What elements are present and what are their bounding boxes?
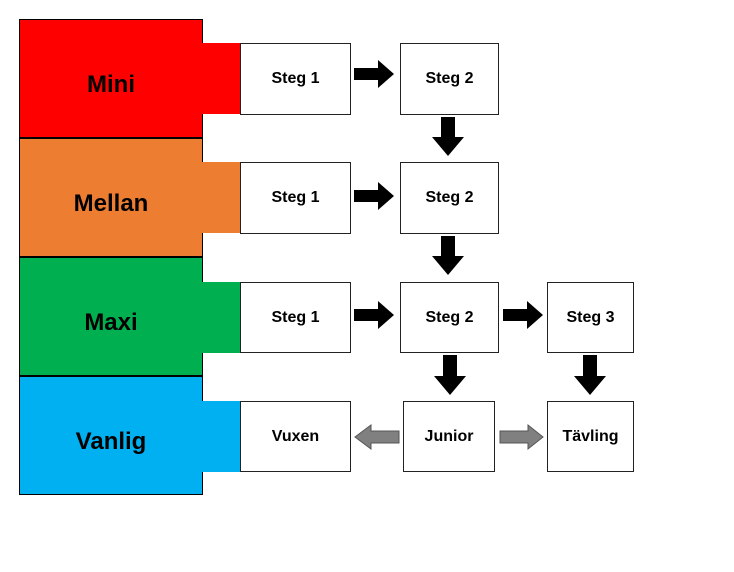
maxi-step3-box: Steg 3	[547, 282, 634, 353]
mini-step1-box: Steg 1	[240, 43, 351, 115]
level-tab-mini-extension	[202, 43, 240, 114]
level-label-mellan: Mellan	[73, 189, 149, 217]
level-label-mini: Mini	[87, 70, 135, 98]
level-tab-maxi-extension	[202, 282, 240, 353]
mini-step2-box: Steg 2	[400, 43, 499, 115]
arrow-down-maxi-step2-to-junior	[434, 355, 466, 395]
arrow-down-mini-step2-to-mellan-step2	[432, 117, 464, 156]
arrow-left-junior-to-vuxen	[354, 424, 400, 450]
arrow-right-mini-step1-to-step2	[354, 60, 394, 88]
level-label-vanlig: Vanlig	[75, 427, 147, 455]
level-tab-vanlig-extension	[202, 401, 240, 472]
maxi-step1-box: Steg 1	[240, 282, 351, 353]
arrow-right-maxi-step1-to-step2	[354, 301, 394, 329]
level-tab-mellan-extension	[202, 162, 240, 233]
vanlig-vuxen-box: Vuxen	[240, 401, 351, 472]
arrow-down-maxi-step3-to-tavling	[574, 355, 606, 395]
maxi-step2-box: Steg 2	[400, 282, 499, 353]
mellan-step2-box: Steg 2	[400, 162, 499, 234]
arrow-right-junior-to-tavling	[499, 423, 544, 451]
vanlig-junior-box: Junior	[403, 401, 495, 472]
arrow-down-mellan-step2-to-maxi-step2	[432, 236, 464, 275]
vanlig-tavling-box: Tävling	[547, 401, 634, 472]
arrow-right-maxi-step2-to-step3	[503, 301, 543, 329]
level-label-maxi: Maxi	[84, 308, 138, 336]
arrow-right-mellan-step1-to-step2	[354, 182, 394, 210]
level-tab-maxi	[19, 257, 203, 376]
level-tab-mini	[19, 19, 203, 138]
level-tab-vanlig	[19, 376, 203, 495]
mellan-step1-box: Steg 1	[240, 162, 351, 234]
